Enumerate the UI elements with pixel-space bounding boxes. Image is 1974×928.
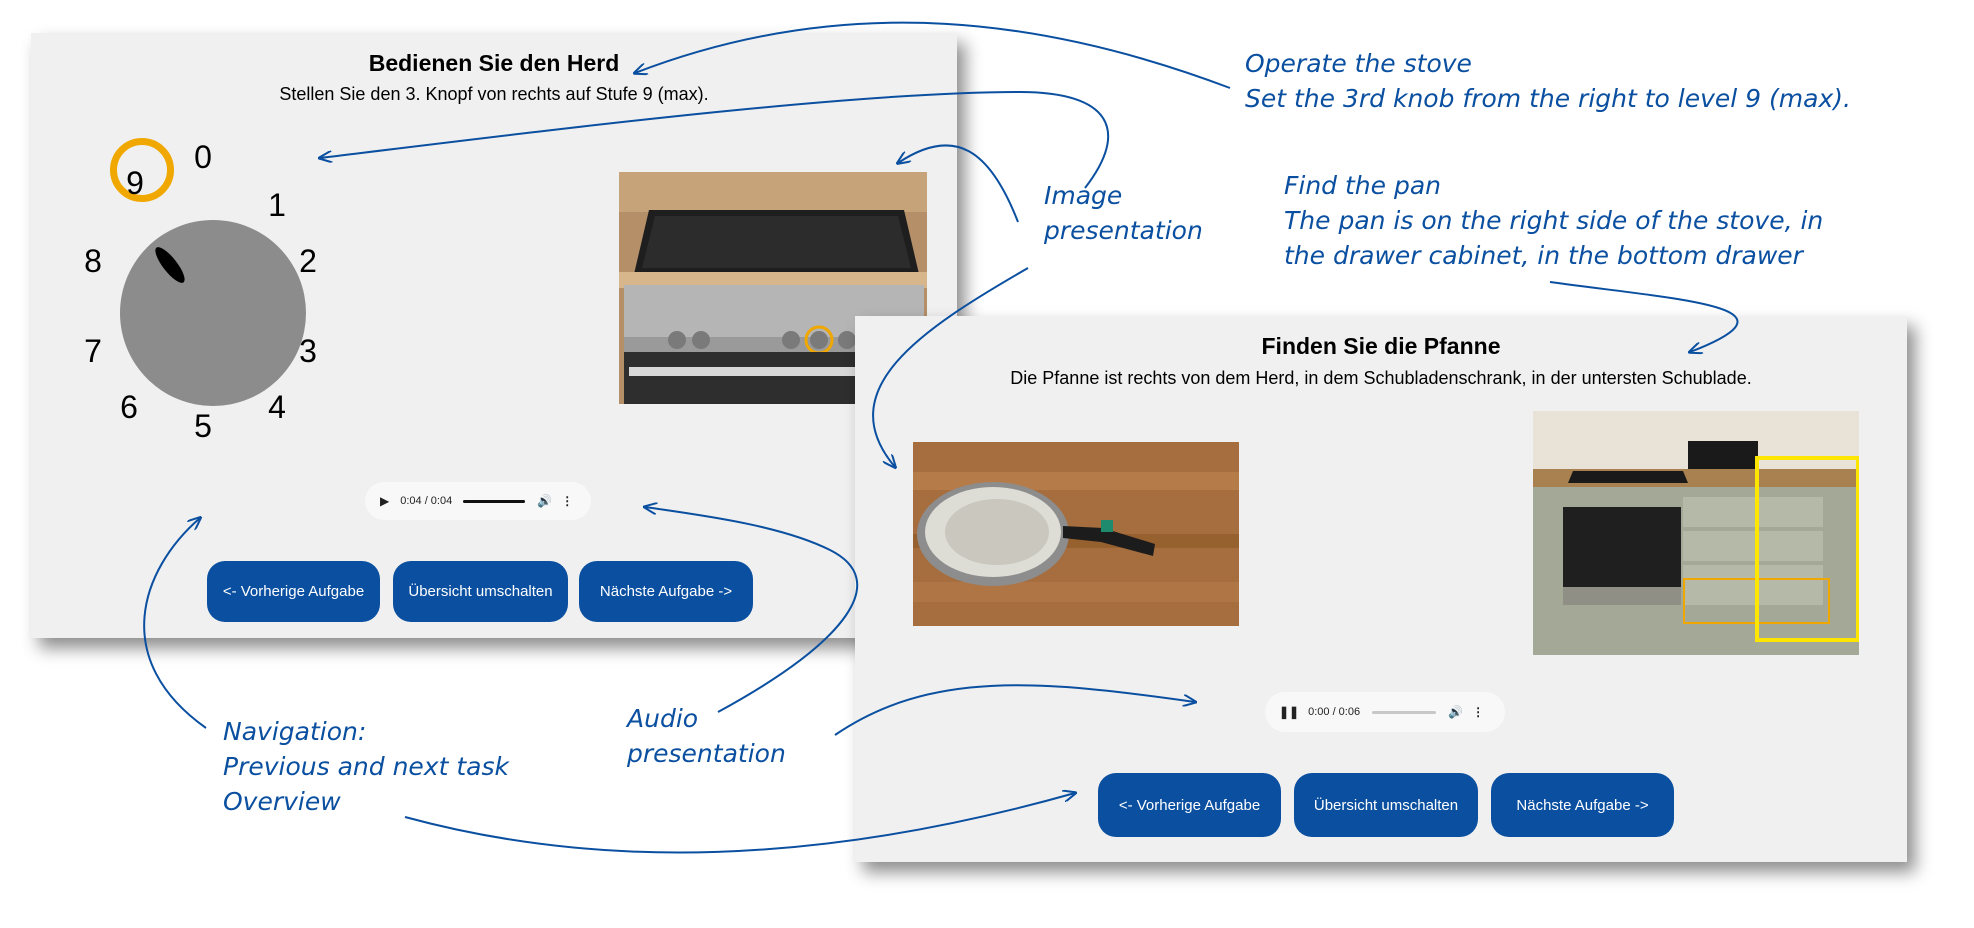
stove-knob-dial[interactable] — [120, 220, 306, 406]
cabinet-highlight-box — [1755, 456, 1859, 642]
knob-level-2: 2 — [299, 243, 317, 279]
arrow-image-presentation-knob — [320, 90, 1110, 189]
arrow-navigation-right — [404, 793, 1075, 854]
more-vertical-icon[interactable]: ⋮ — [1472, 705, 1485, 719]
audio-progress-bar[interactable] — [463, 499, 526, 503]
page-title: Bedienen Sie den Herd — [368, 50, 620, 76]
knob-level-7: 7 — [84, 333, 102, 369]
audio-player[interactable]: ❚❚ 0:00 / 0:06 🔊 ⋮ — [1265, 692, 1505, 732]
knob-level-8: 8 — [84, 243, 102, 279]
annotation-operate-stove: Operate the stove Set the 3rd knob from … — [1245, 49, 1851, 113]
prev-task-button[interactable]: <- Vorherige Aufgabe — [207, 561, 380, 622]
knob-level-9[interactable]: 9 — [126, 165, 144, 201]
knob-level-3: 3 — [299, 333, 317, 369]
arrow-audio-left — [645, 507, 859, 713]
toggle-overview-button[interactable]: Übersicht umschalten — [393, 561, 568, 622]
play-icon[interactable]: ▶ — [380, 494, 390, 508]
knob-level-4: 4 — [268, 389, 286, 425]
arrow-operate-stove — [635, 21, 1231, 89]
knob-level-6: 6 — [120, 389, 138, 425]
arrow-image-presentation-stove — [898, 144, 1019, 223]
annotation-image-presentation: Image presentation — [1044, 181, 1203, 245]
knob-level-0: 0 — [194, 139, 212, 175]
audio-time: 0:04 / 0:04 — [400, 495, 453, 507]
arrow-audio-right — [834, 684, 1195, 736]
page-title: Finden Sie die Pfanne — [1261, 333, 1501, 359]
pan-photo — [913, 442, 1239, 626]
audio-player[interactable]: ▶ 0:04 / 0:04 🔊 ⋮ — [365, 482, 591, 520]
arrow-find-pan — [1549, 281, 1739, 352]
kitchen-photo — [1533, 411, 1859, 655]
arrow-image-presentation-pan — [872, 267, 1029, 467]
annotation-navigation: Navigation: Previous and next task Overv… — [223, 717, 509, 816]
audio-time: 0:00 / 0:06 — [1308, 706, 1361, 718]
annotation-find-pan: Find the pan The pan is on the right sid… — [1284, 171, 1824, 270]
pan-task-panel: Finden Sie die Pfanne Die Pfanne ist rec… — [855, 316, 1907, 862]
prev-task-button[interactable]: <- Vorherige Aufgabe — [1098, 773, 1281, 837]
task-instruction: Stellen Sie den 3. Knopf von rechts auf … — [279, 84, 709, 104]
knob-level-1: 1 — [268, 187, 286, 223]
toggle-overview-button[interactable]: Übersicht umschalten — [1294, 773, 1478, 837]
next-task-button[interactable]: Nächste Aufgabe -> — [579, 561, 753, 622]
level-highlight-ring — [110, 138, 174, 202]
next-task-button[interactable]: Nächste Aufgabe -> — [1491, 773, 1674, 837]
audio-progress-bar[interactable] — [1372, 710, 1437, 714]
pause-icon[interactable]: ❚❚ — [1279, 705, 1300, 719]
volume-icon[interactable]: 🔊 — [1448, 705, 1464, 719]
volume-icon[interactable]: 🔊 — [537, 494, 553, 508]
arrow-navigation-left — [143, 518, 207, 729]
annotation-audio-presentation: Audio presentation — [627, 704, 786, 768]
stove-task-panel: Bedienen Sie den Herd Stellen Sie den 3.… — [31, 33, 957, 638]
knob-level-5: 5 — [194, 408, 212, 444]
stove-photo — [619, 172, 927, 404]
stove-knob-widget[interactable]: 0 1 2 3 4 5 6 7 8 9 — [71, 133, 371, 473]
task-instruction: Die Pfanne ist rechts von dem Herd, in d… — [1010, 368, 1752, 388]
more-vertical-icon[interactable]: ⋮ — [561, 494, 574, 508]
